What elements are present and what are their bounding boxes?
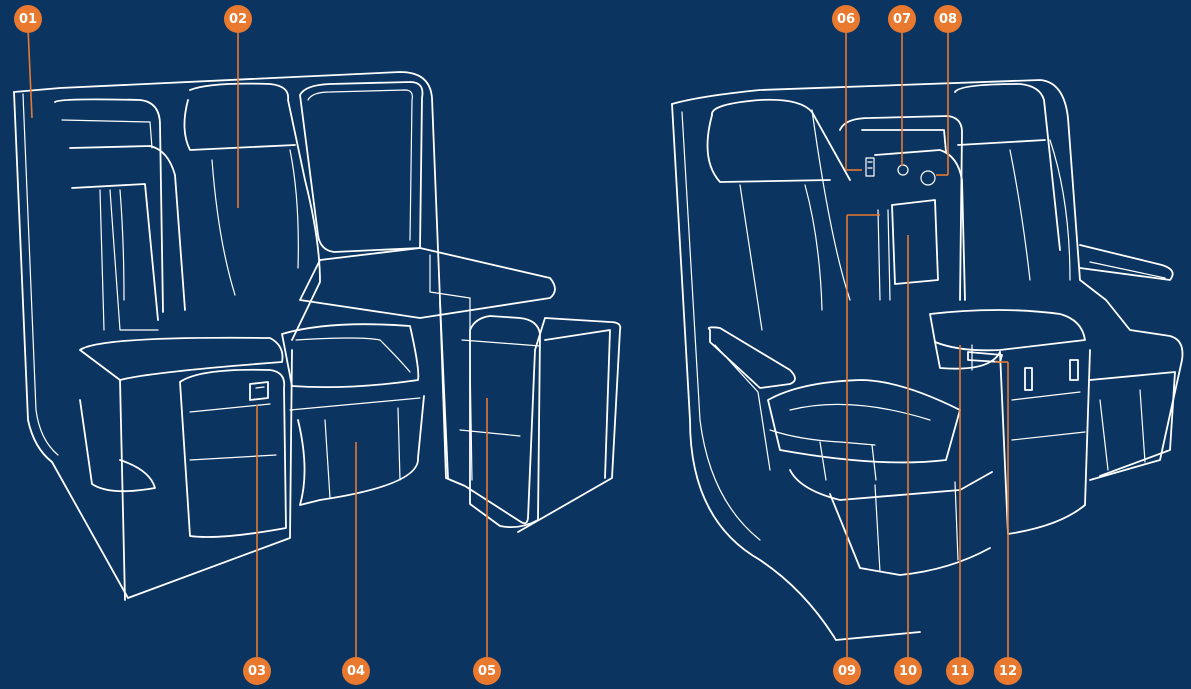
left-seat-illustration: [14, 72, 620, 600]
callout-badge-08: 08: [934, 5, 962, 33]
callout-badge-05: 05: [473, 657, 501, 685]
callout-badge-11: 11: [946, 657, 974, 685]
right-seat-illustration: [672, 80, 1183, 640]
callout-badge-06: 06: [832, 5, 860, 33]
leader-01: [28, 28, 32, 118]
callout-badge-02: 02: [224, 5, 252, 33]
callout-badge-09: 09: [833, 657, 861, 685]
callout-badge-07: 07: [888, 5, 916, 33]
callout-badge-10: 10: [894, 657, 922, 685]
callout-badge-12: 12: [994, 657, 1022, 685]
callout-badge-01: 01: [14, 5, 42, 33]
callout-badge-03: 03: [243, 657, 271, 685]
callout-badge-04: 04: [342, 657, 370, 685]
